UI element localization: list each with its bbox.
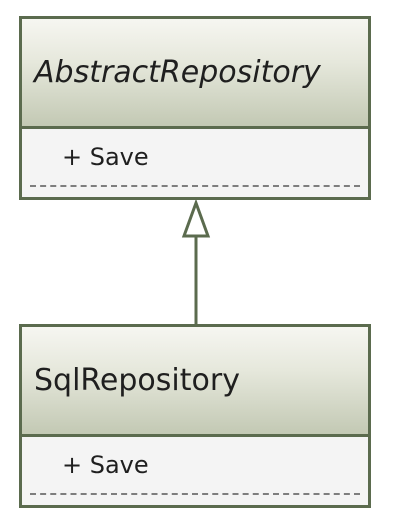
class-name-header: SqlRepository bbox=[22, 327, 368, 437]
class-members-compartment: + Save bbox=[22, 129, 368, 197]
member-save: + Save bbox=[62, 451, 149, 479]
member-save: + Save bbox=[62, 143, 149, 171]
class-name: SqlRepository bbox=[34, 363, 240, 398]
class-name: AbstractRepository bbox=[34, 55, 321, 90]
abstract-repository-class[interactable]: AbstractRepository + Save bbox=[19, 16, 371, 200]
sql-repository-class[interactable]: SqlRepository + Save bbox=[19, 324, 371, 508]
members-dotted-divider bbox=[30, 185, 360, 187]
class-name-header: AbstractRepository bbox=[22, 19, 368, 129]
members-dotted-divider bbox=[30, 493, 360, 495]
inheritance-arrowhead-icon bbox=[181, 198, 211, 238]
class-members-compartment: + Save bbox=[22, 437, 368, 505]
